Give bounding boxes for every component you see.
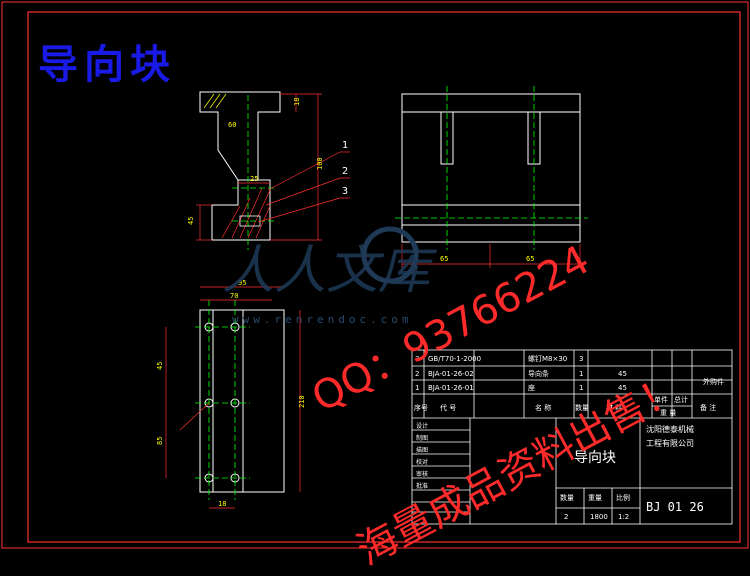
tb-part-name: 导向块	[574, 450, 616, 466]
hatch-top	[203, 93, 227, 109]
bom-text: 3 GB/T70-1-2000 螺钉M8×30 3 2 BJA-01-26-02…	[414, 354, 724, 417]
bom-h-name: 名 称	[535, 403, 551, 412]
dim-210: 210	[298, 395, 306, 408]
part-title: 导向块	[38, 42, 176, 88]
tb-scale: 1:2	[618, 513, 629, 521]
dim-45: 45	[187, 217, 195, 225]
bom-h-material: 材 料	[606, 403, 622, 412]
hatch-bottom	[221, 187, 271, 239]
tb-row-check: 校对	[416, 458, 428, 466]
tb-row-trace: 描图	[416, 446, 428, 454]
dim-70: 70	[230, 292, 238, 300]
inner-frame	[27, 11, 741, 543]
bom-mat-2: 45	[618, 370, 627, 378]
front-centerlines	[395, 86, 588, 250]
watermark-logo-icon	[361, 226, 419, 284]
dim-25: 25	[250, 175, 258, 183]
dim-18: 18	[293, 98, 301, 106]
front-dims	[401, 244, 581, 268]
bom-name-1: 座	[528, 383, 535, 392]
tb-weight-label: 重量	[588, 494, 602, 502]
bom-h-no: 序号	[414, 403, 428, 412]
side-dims	[196, 93, 350, 241]
plan-dims	[165, 286, 301, 509]
bom-h-qty: 数量	[575, 403, 589, 412]
dim-65-right: 65	[526, 255, 534, 263]
bom-code-3: GB/T70-1-2000	[428, 355, 481, 363]
tb-row-design: 设计	[416, 422, 428, 430]
tb-qty-label: 数量	[560, 493, 574, 502]
bom-purchase: 外购件	[703, 377, 724, 386]
leader-1: 1	[342, 140, 348, 151]
bom-mat-1: 45	[618, 384, 627, 392]
dim-60: 60	[228, 121, 236, 129]
bom-name-2: 导向条	[528, 369, 549, 378]
plan-view	[199, 309, 285, 493]
front-view	[401, 93, 581, 243]
outer-frame	[1, 1, 749, 549]
tb-drawing-no: BJ 01 26	[646, 500, 704, 514]
title-text: 导向块 沈阳德泰机械 工程有限公司 数量 重量 比例 2 1800 1:2 BJ…	[416, 422, 704, 521]
tb-company-1: 沈阳德泰机械	[646, 424, 694, 434]
watermark-brand: 人人文库	[222, 241, 431, 301]
dim-18-plan: 18	[218, 500, 226, 508]
bom-h-total: 总计	[674, 395, 688, 404]
watermark-url: www.renrendoc.com	[232, 313, 413, 326]
tb-company-2: 工程有限公司	[646, 438, 694, 448]
dim-45-plan: 45	[156, 362, 164, 370]
bom-no-2: 2	[415, 370, 419, 378]
tb-scale-label: 比例	[616, 493, 630, 502]
bom-no-3: 3	[415, 355, 419, 363]
tb-weight: 1800	[590, 513, 608, 521]
bom-h-code: 代 号	[440, 403, 456, 412]
tb-row-review: 审核	[416, 470, 428, 478]
cad-drawing: 100 45 25 18 60 1 2 3 65 65	[1, 1, 749, 549]
bom-no-1: 1	[415, 384, 419, 392]
bom-h-remark: 备 注	[700, 403, 716, 412]
bom-name-3: 螺钉M8×30	[528, 354, 567, 363]
leader-3: 3	[342, 186, 348, 197]
dim-85: 85	[156, 437, 164, 445]
tb-row-approve: 批准	[416, 482, 428, 490]
tb-qty: 2	[564, 513, 568, 521]
bom-qty-3: 3	[579, 355, 583, 363]
tb-row-draw: 制图	[416, 434, 428, 442]
bom-h-weight: 重 量	[660, 409, 676, 417]
bom-h-single: 单件	[654, 395, 668, 404]
dim-100: 100	[316, 157, 324, 170]
title-block-grid	[411, 349, 733, 525]
bom-qty-2: 1	[579, 370, 583, 378]
dim-95: 95	[238, 279, 246, 287]
bom-qty-1: 1	[579, 384, 583, 392]
dim-65-left: 65	[440, 255, 448, 263]
leader-2: 2	[342, 166, 348, 177]
plan-centerlines	[195, 300, 250, 500]
bom-code-2: BJA-01-26-02	[428, 370, 474, 378]
bom-code-1: BJA-01-26-01	[428, 384, 474, 392]
